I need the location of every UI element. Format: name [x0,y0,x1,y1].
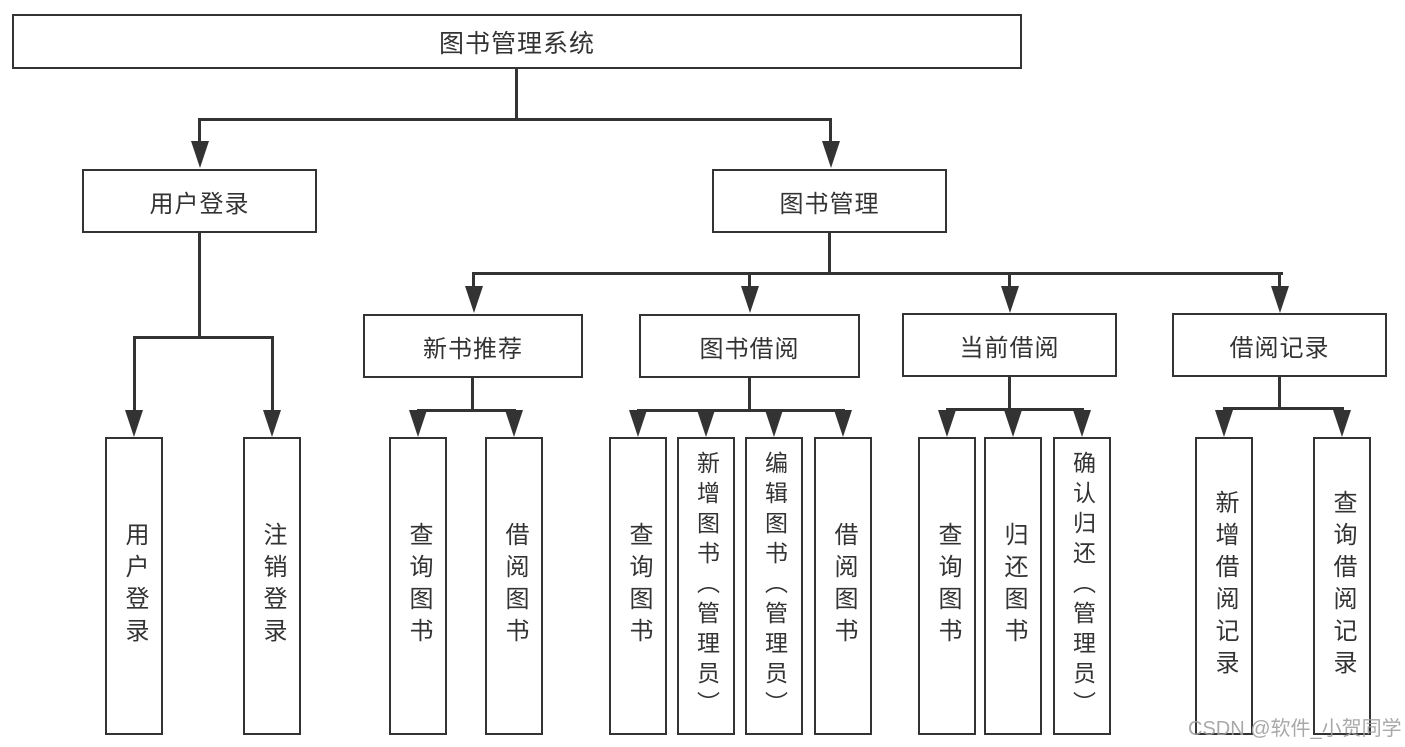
leaf-label: 查询图书 [405,522,432,650]
leaf-label: 新增借阅记录 [1211,490,1238,682]
leaf-label: 编辑图书（管理员） [761,451,788,721]
connector-current-borrow-stem [1008,377,1011,410]
connector-drop-user-login [198,118,201,145]
leaf-label: 注销登录 [259,522,286,650]
connector-user-login-hbar [133,336,274,339]
arrowhead-leaf-login [125,410,143,437]
connector-book-mgmt-hbar [472,272,1283,275]
arrowhead-bb-edit [765,410,783,437]
leaf-br-add-record: 新增借阅记录 [1195,437,1253,735]
node-label: 图书管理 [779,190,880,218]
arrowhead-cb-confirm [1073,410,1091,437]
leaf-bb-edit-books-admin: 编辑图书（管理员） [745,437,803,735]
node-label: 用户登录 [149,190,250,218]
node-label: 借阅记录 [1229,334,1330,362]
leaf-br-query-record: 查询借阅记录 [1313,437,1371,735]
leaf-bb-add-books-admin: 新增图书（管理员） [677,437,735,735]
node-user-login: 用户登录 [82,169,317,233]
connector-borrow-record-stem [1278,377,1281,409]
csdn-watermark: CSDN @软件_小贺同学 [1188,718,1402,740]
leaf-label: 查询借阅记录 [1329,490,1356,682]
arrowhead-nbr-borrow [505,410,523,437]
connector-book-borrow-stem [748,378,751,411]
arrowhead-bb-borrow [834,410,852,437]
arrowhead-borrow-record [1271,286,1289,313]
connector-drop-borrow-record [1278,272,1281,289]
arrowhead-bb-query [629,410,647,437]
connector-new-book-rec-stem [471,378,474,411]
connector-drop-current-borrow [1008,272,1011,289]
connector-user-login-stem [198,233,201,339]
node-library-management-system: 图书管理系统 [12,14,1022,69]
node-borrowing-records: 借阅记录 [1172,313,1387,377]
leaf-bb-query-books: 查询图书 [609,437,667,735]
leaf-user-login: 用户登录 [105,437,163,735]
leaf-logout: 注销登录 [243,437,301,735]
connector-new-book-rec-hbar [417,409,516,412]
arrowhead-cb-query [938,410,956,437]
leaf-label: 借阅图书 [501,522,528,650]
connector-book-borrow-hbar [637,409,845,412]
arrowhead-cb-return [1004,410,1022,437]
arrowhead-bb-add [697,410,715,437]
leaf-cb-confirm-return-admin: 确认归还（管理员） [1053,437,1111,735]
arrowhead-new-book-rec [465,286,483,313]
connector-drop-leaf-logout [271,336,274,412]
leaf-cb-return-books: 归还图书 [984,437,1042,735]
node-label: 图书管理系统 [438,29,595,58]
leaf-nbr-borrow-books: 借阅图书 [485,437,543,735]
node-new-book-recommend: 新书推荐 [363,314,583,378]
node-current-borrowing: 当前借阅 [902,313,1117,377]
arrowhead-br-query [1333,410,1351,437]
leaf-label: 查询图书 [625,522,652,650]
node-book-borrowing: 图书借阅 [639,314,860,378]
leaf-bb-borrow-books: 借阅图书 [814,437,872,735]
arrowhead-br-add [1215,410,1233,437]
connector-drop-book-borrow [748,272,751,289]
arrowhead-book-mgmt [822,141,840,168]
leaf-label: 查询图书 [934,522,961,650]
arrowhead-book-borrow [741,286,759,313]
node-book-management: 图书管理 [712,169,947,233]
connector-drop-leaf-login [133,336,136,412]
connector-book-mgmt-stem [828,233,831,274]
leaf-label: 用户登录 [121,522,148,650]
node-label: 新书推荐 [423,335,523,363]
connector-borrow-record-hbar [1223,407,1344,410]
arrowhead-nbr-query [409,410,427,437]
node-label: 图书借阅 [699,335,800,363]
connector-drop-new-book-rec [472,272,475,289]
leaf-label: 确认归还（管理员） [1069,451,1096,721]
arrowhead-user-login [191,141,209,168]
arrowhead-current-borrow [1001,286,1019,313]
leaf-nbr-query-books: 查询图书 [389,437,447,735]
node-label: 当前借阅 [959,334,1060,362]
connector-root-hbar [198,118,832,121]
leaf-label: 新增图书（管理员） [693,451,720,721]
connector-drop-book-mgmt [829,118,832,145]
leaf-label: 归还图书 [1000,522,1027,650]
leaf-label: 借阅图书 [830,522,857,650]
connector-current-borrow-hbar [946,408,1084,411]
connector-root-stem [515,69,518,120]
arrowhead-leaf-logout [263,410,281,437]
leaf-cb-query-books: 查询图书 [918,437,976,735]
